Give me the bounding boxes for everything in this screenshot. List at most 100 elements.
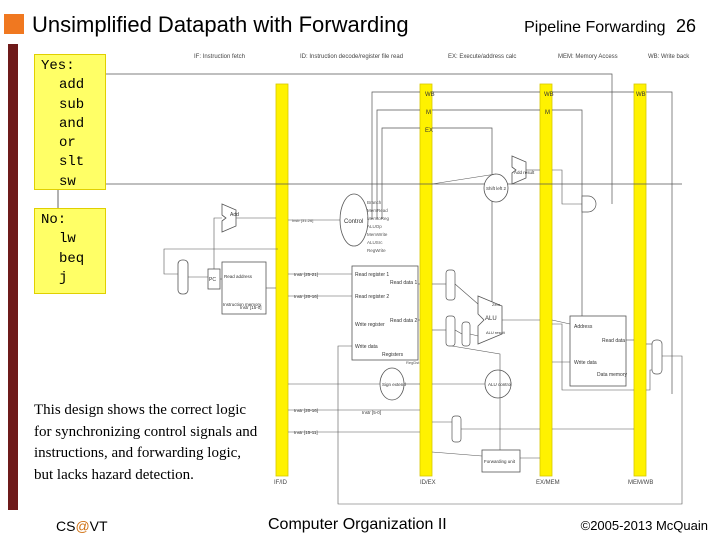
field-instr-25-21: Instr [25-21] [294, 272, 318, 277]
write-data-reg-label: Write data [355, 344, 378, 350]
field-instr-5-0: Instr [5-0] [362, 410, 381, 415]
alu-result-label: ALU result [486, 330, 506, 335]
register-file [351, 265, 419, 361]
data-memory-label: Data memory [597, 372, 628, 378]
address-label: Address [574, 324, 593, 330]
add-result-label: Add result [514, 170, 535, 175]
zero-label: Zero [492, 302, 501, 307]
yes-item: or [59, 135, 76, 152]
footer-course-name: Computer Organization II [268, 516, 447, 533]
forwarding-unit-label: Forwarding unit [484, 459, 516, 464]
write-data-mem-label: Write data [574, 360, 597, 366]
footer-course-tag: CS@VT [56, 518, 108, 534]
data-memory [569, 315, 627, 387]
yes-item: sw [59, 173, 76, 190]
ctrl-ex-idex: EX [425, 128, 433, 134]
ctrl-wb-memwb: WB [636, 92, 646, 98]
ctrl-wb-idex: WB [425, 92, 435, 98]
pipeline-register-ex-mem [539, 83, 553, 477]
instruction-memory-label: Instruction memory [223, 302, 262, 307]
instruction-memory [221, 261, 267, 315]
page-number: 26 [675, 16, 696, 36]
svg-text:Branch: Branch [367, 200, 382, 205]
pc-mux [177, 259, 189, 295]
stage-label-ex: EX: Execute/address calc [448, 54, 516, 60]
forwarding-unit [481, 449, 521, 473]
forward-mux-a [445, 269, 456, 301]
field-instr-20-16-b: Instr [20-16] [294, 408, 318, 413]
alu [477, 295, 503, 345]
no-callout: No: lw beq j [34, 208, 106, 294]
svg-text:ALUOp: ALUOp [367, 224, 382, 229]
yes-item: sub [59, 96, 85, 113]
memtoreg-mux [651, 339, 663, 375]
read-reg1-label: Read register 1 [355, 272, 389, 278]
yes-item: and [59, 115, 85, 132]
pipeline-register-id-ex [419, 83, 433, 477]
svg-text:ALUSrc: ALUSrc [367, 240, 383, 245]
read-reg2-label: Read register 2 [355, 294, 389, 300]
stage-label-wb: WB: Write back [648, 54, 690, 60]
footer-at: @ [75, 518, 90, 534]
footer-copyright: ©2005-2013 McQuain [580, 518, 708, 533]
pipeline-register-if-id [275, 83, 289, 477]
pipeline-register-mem-wb [633, 83, 647, 477]
ctrl-m-idex: M [426, 110, 431, 116]
shift-left-label: Shift left 2 [486, 186, 507, 191]
control-label: Control [344, 219, 363, 225]
no-label: No: [41, 212, 67, 228]
svg-text:MemtoReg: MemtoReg [367, 216, 390, 221]
yes-item: slt [59, 154, 85, 171]
datapath-diagram: IF: Instruction fetch ID: Instruction de… [57, 54, 690, 505]
add-label-if: Add [230, 212, 239, 218]
pc-label: PC [209, 277, 216, 283]
description-text: This design shows the correct logic for … [30, 398, 266, 506]
alusrc-mux [461, 321, 471, 347]
forward-mux-b [445, 315, 456, 347]
footer-cs: CS [56, 518, 76, 534]
no-item: beq [59, 250, 85, 267]
page-title: Unsimplified Datapath with Forwarding [32, 12, 409, 37]
header-right: Pipeline Forwarding 26 [524, 16, 696, 37]
field-instr-20-16: Instr [20-16] [294, 294, 318, 299]
read-data1-label: Read data 1 [390, 280, 417, 286]
read-data-label: Read data [602, 338, 625, 344]
yes-label: Yes: [41, 58, 75, 74]
read-address-label: Read address [224, 274, 253, 279]
svg-text:MemWrite: MemWrite [367, 232, 388, 237]
datapath-wires [163, 169, 683, 505]
footer-vt: VT [89, 518, 108, 534]
field-instr-15-0: Instr [15-0] [240, 305, 262, 310]
registers-label: Registers [382, 352, 404, 358]
ctrl-m-exmem: M [545, 110, 550, 116]
pc-add [221, 203, 237, 233]
label-ex-mem: EX/MEM [536, 480, 560, 486]
yes-item: add [59, 77, 85, 94]
regdst-label: RegDst [406, 360, 420, 365]
write-reg-label: Write register [355, 322, 385, 328]
regdst-mux [451, 415, 462, 443]
stage-label-if: IF: Instruction fetch [194, 54, 245, 60]
ifid-pc-label: Instr [31-26] [292, 218, 313, 223]
left-accent-bar [8, 44, 18, 510]
page-subtitle: Pipeline Forwarding [524, 19, 666, 36]
yes-callout: Yes: add sub and or slt sw [34, 54, 106, 190]
alu-label: ALU [485, 316, 497, 322]
stage-label-mem: MEM: Memory Access [558, 54, 618, 60]
label-id-ex: ID/EX [420, 480, 436, 486]
sign-extend-label: Sign extend [382, 382, 406, 387]
no-item: j [59, 269, 68, 286]
stage-label-id: ID: Instruction decode/register file rea… [300, 54, 403, 60]
no-item: lw [59, 231, 76, 248]
branch-and-gate [581, 195, 597, 213]
label-if-id: IF/ID [274, 480, 288, 486]
ctrl-wb-exmem: WB [544, 92, 554, 98]
svg-text:RegWrite: RegWrite [367, 248, 386, 253]
label-mem-wb: MEM/WB [628, 480, 653, 486]
svg-text:MemRead: MemRead [367, 208, 388, 213]
branch-add [511, 155, 527, 185]
corner-accent [4, 14, 24, 34]
read-data2-label: Read data 2 [390, 318, 417, 324]
field-instr-15-11: Instr [15-11] [294, 430, 318, 435]
